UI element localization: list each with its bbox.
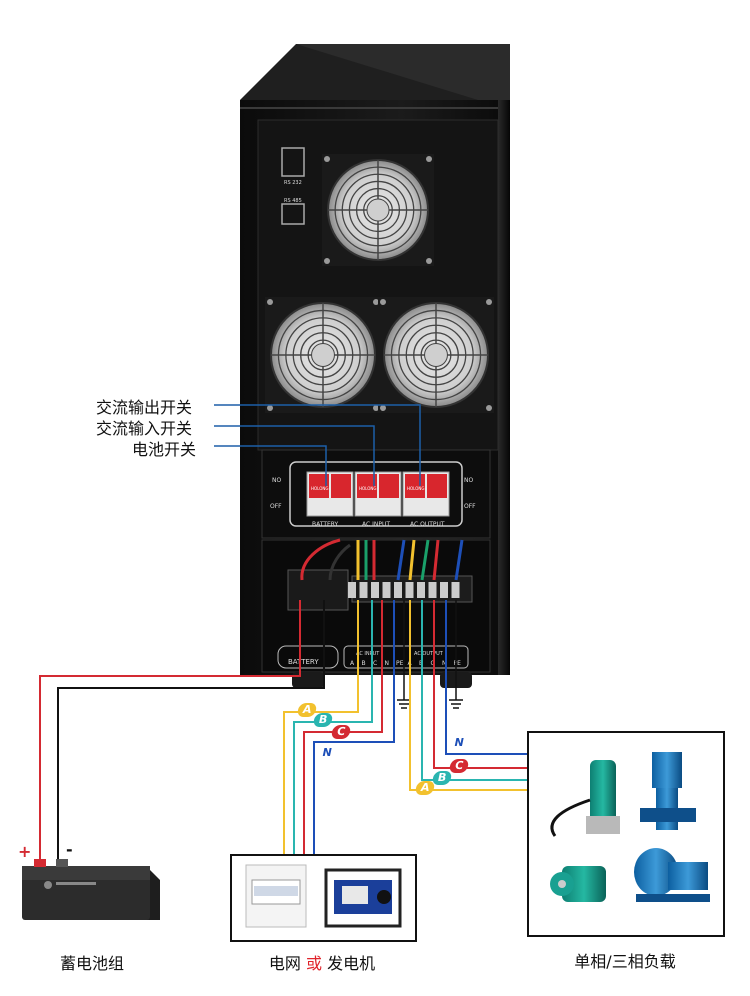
grid-generator-box bbox=[230, 854, 417, 942]
battery-bank-caption: 蓄电池组 bbox=[59, 954, 124, 973]
terminal-pin-10: PE bbox=[454, 660, 462, 667]
battery-cables bbox=[39, 600, 325, 866]
brand-label-2: HOLONG bbox=[359, 486, 376, 491]
brand-label-3: HOLONG bbox=[407, 486, 424, 491]
terminal-pin-9: N bbox=[442, 660, 447, 667]
distribution-box-image bbox=[245, 864, 307, 928]
internal-cables bbox=[300, 538, 464, 581]
ac-input-breaker-switch[interactable]: HOLONG bbox=[354, 471, 402, 517]
cooling-fan-left bbox=[265, 297, 381, 413]
terminal-screw-3 bbox=[371, 582, 379, 598]
off-label-right: OFF bbox=[464, 503, 476, 510]
grid-caption: 电网 bbox=[268, 954, 301, 973]
negative-terminal bbox=[56, 859, 68, 867]
terminal-pin-3: C bbox=[373, 660, 377, 667]
output-wiring bbox=[409, 600, 528, 791]
terminal-pin-4: N bbox=[385, 660, 390, 667]
terminal-battery-label: BATTERY bbox=[288, 658, 319, 666]
terminal-screw-10 bbox=[451, 582, 460, 598]
ac-output-switch-label: 交流输出开关 bbox=[96, 398, 193, 417]
ground-symbols bbox=[397, 600, 463, 709]
loads-box bbox=[527, 731, 725, 937]
ac-output-breaker-switch[interactable]: HOLONG bbox=[402, 471, 450, 517]
rs485-label: RS 485 bbox=[284, 198, 302, 204]
ac-output-breaker-label: AC OUTPUT bbox=[410, 521, 445, 528]
terminal-screw-8 bbox=[428, 582, 437, 598]
terminal-pin-2: B bbox=[362, 660, 366, 667]
terminal-screw-1 bbox=[348, 582, 356, 598]
battery-breaker-label: BATTERY bbox=[312, 521, 339, 528]
terminal-screw-7 bbox=[417, 582, 425, 598]
battery-bank bbox=[22, 859, 160, 920]
submersible-pump-image bbox=[550, 760, 620, 837]
or-caption: 或 bbox=[305, 954, 322, 973]
terminal-pin-8: C bbox=[431, 660, 435, 667]
battery-breaker-switch[interactable]: HOLONG bbox=[306, 471, 354, 517]
terminal-pin-1: A bbox=[350, 660, 355, 667]
brand-label-1: HOLONG bbox=[311, 486, 328, 491]
terminal-screw-4 bbox=[382, 582, 391, 598]
vertical-pump-image bbox=[640, 752, 696, 830]
cooling-fan-right bbox=[378, 297, 494, 413]
terminal-screw-5 bbox=[394, 582, 402, 598]
horizontal-pump-image bbox=[634, 848, 710, 902]
terminal-screw-9 bbox=[440, 582, 448, 598]
terminal-pin-5: PE bbox=[396, 660, 404, 667]
ac-input-breaker-label: AC INPUT bbox=[362, 521, 390, 528]
rs232-label: RS 232 bbox=[284, 180, 302, 186]
cooling-fan-top bbox=[322, 154, 434, 266]
battery-minus-sign: - bbox=[66, 840, 73, 859]
loads-caption: 单相/三相负载 bbox=[574, 952, 676, 971]
terminal-screw-2 bbox=[359, 582, 368, 598]
rs232-port[interactable]: RS 232 bbox=[281, 147, 305, 186]
generator-image bbox=[324, 868, 402, 928]
terminal-output-label: AC OUTPUT bbox=[414, 651, 444, 657]
terminal-screw-6 bbox=[405, 582, 414, 598]
battery-plus-sign: + bbox=[18, 842, 32, 861]
terminal-input-label: AC INPUT bbox=[356, 651, 380, 657]
ac-input-switch-label: 交流输入开关 bbox=[96, 419, 193, 438]
positive-terminal bbox=[34, 859, 46, 867]
generator-caption: 发电机 bbox=[327, 954, 376, 973]
no-label-right: NO bbox=[464, 477, 473, 484]
grid-generator-caption: 电网 或 发电机 bbox=[252, 950, 392, 974]
battery-switch-label: 电池开关 bbox=[132, 440, 197, 459]
rs485-port[interactable]: RS 485 bbox=[281, 198, 305, 225]
motor-image bbox=[550, 866, 606, 902]
callout-lines bbox=[214, 404, 421, 486]
off-label-left: OFF bbox=[270, 503, 282, 510]
no-label-left: NO bbox=[272, 477, 281, 484]
